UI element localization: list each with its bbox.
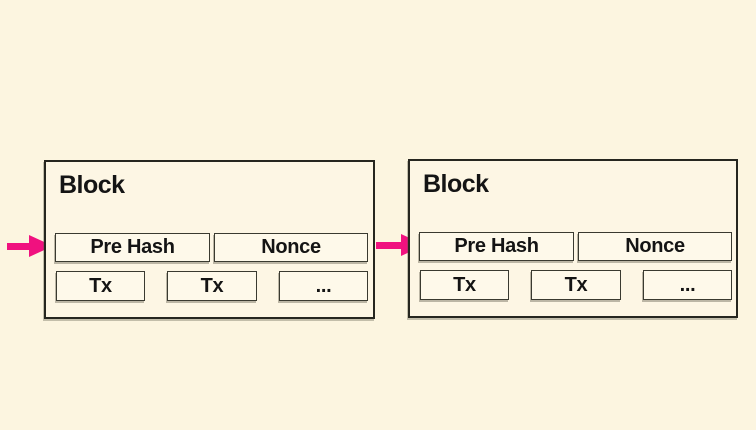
tx-label: Tx xyxy=(564,273,588,296)
ellipsis-label: ... xyxy=(315,274,332,297)
block-2-title: Block xyxy=(423,170,489,198)
arrow-shaft xyxy=(7,243,33,250)
tx-label: Tx xyxy=(89,274,112,297)
ellipsis-label: ... xyxy=(679,273,696,296)
block-2: Block Pre Hash Nonce Tx Tx ... xyxy=(408,159,738,318)
nonce-label: Nonce xyxy=(625,235,685,257)
pre-hash-label: Pre Hash xyxy=(90,236,175,258)
arrow-shaft xyxy=(376,242,405,249)
block-2-tx-box-1: Tx xyxy=(420,270,509,300)
block-1-nonce-box: Nonce xyxy=(214,233,368,262)
block-1-tx-box-2: Tx xyxy=(167,271,257,301)
block-1-title: Block xyxy=(59,171,125,199)
block-2-pre-hash-box: Pre Hash xyxy=(419,232,574,261)
block-2-tx-ellipsis-box: ... xyxy=(643,270,732,300)
pre-hash-label: Pre Hash xyxy=(454,235,539,257)
block-1-tx-box-1: Tx xyxy=(56,271,145,301)
tx-label: Tx xyxy=(200,274,224,297)
block-1: Block Pre Hash Nonce Tx Tx ... xyxy=(44,160,375,319)
block-2-nonce-box: Nonce xyxy=(578,232,732,261)
tx-label: Tx xyxy=(453,273,476,296)
block-1-tx-ellipsis-box: ... xyxy=(279,271,368,301)
nonce-label: Nonce xyxy=(261,236,321,258)
block-2-tx-box-2: Tx xyxy=(531,270,621,300)
block-1-pre-hash-box: Pre Hash xyxy=(55,233,210,262)
